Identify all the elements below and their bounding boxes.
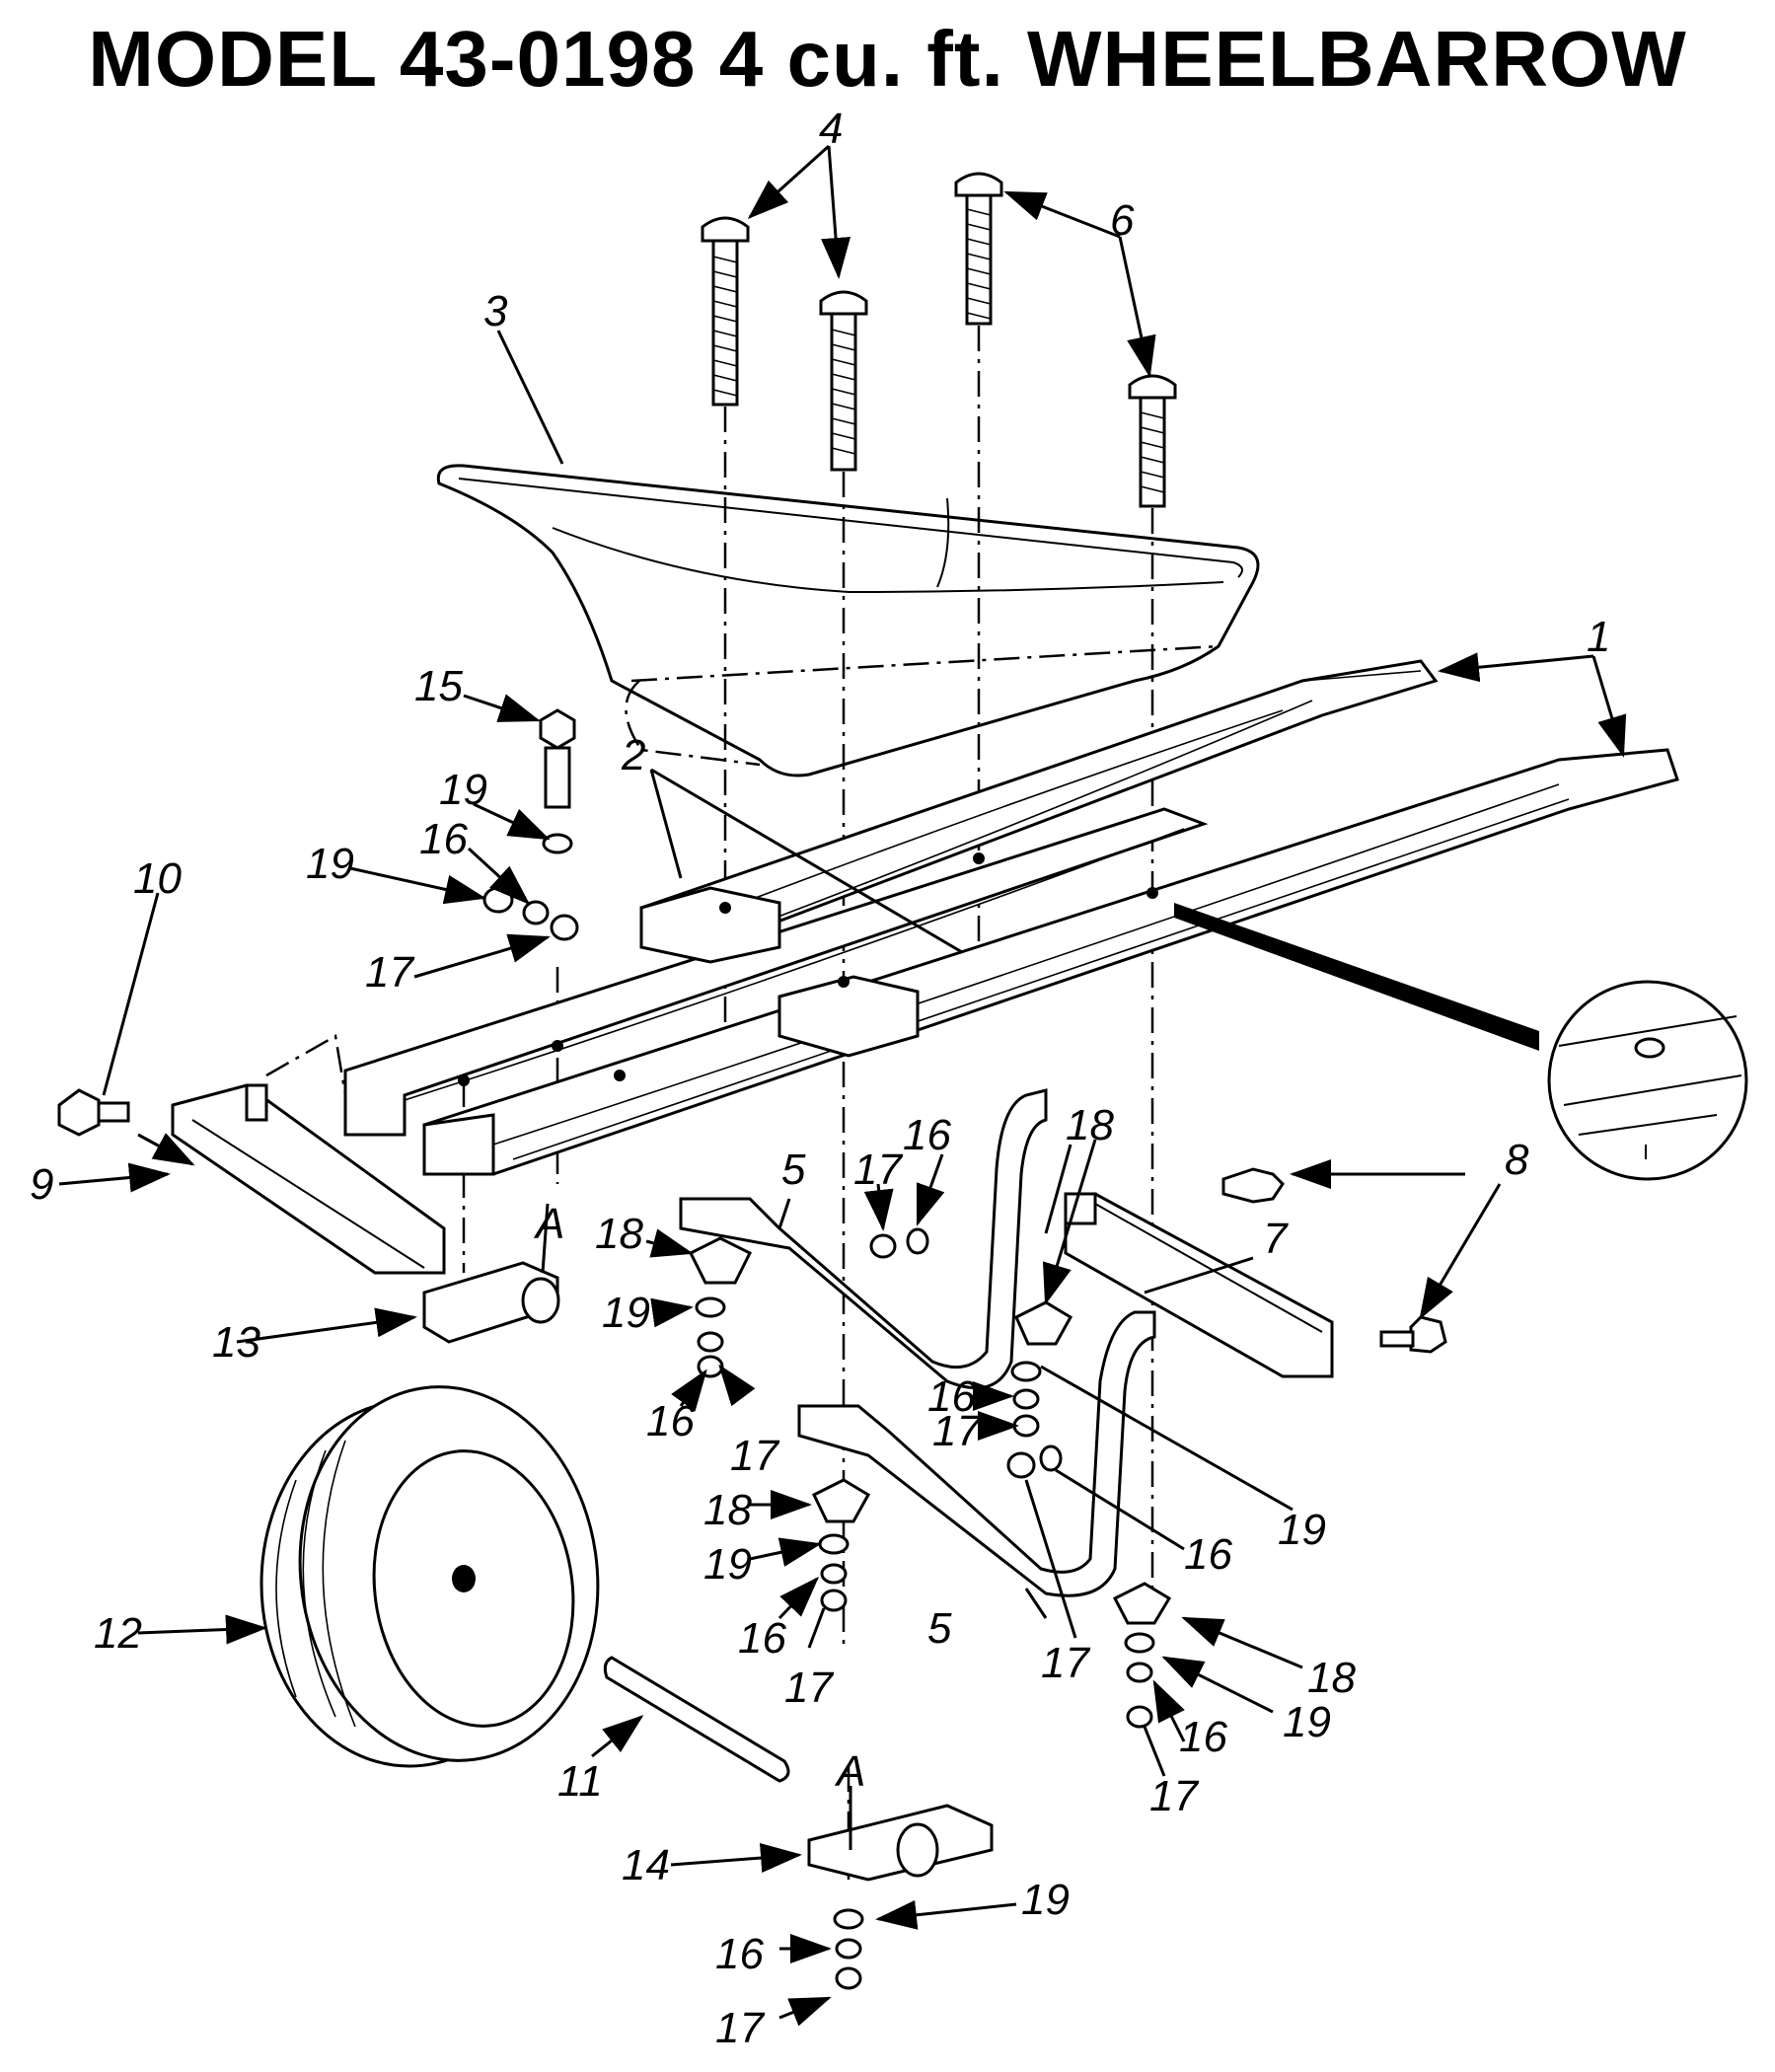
callout-3: 3: [483, 287, 508, 335]
callout-9: 9: [30, 1160, 53, 1209]
carriage-bolts: [701, 172, 1177, 508]
callout-19-a: 19: [439, 766, 487, 814]
callout-4: 4: [819, 105, 843, 153]
callout-6: 6: [1110, 196, 1135, 245]
callout-16-a: 16: [419, 815, 468, 863]
callout-16-f: 16: [738, 1614, 786, 1663]
callout-16-d: 16: [927, 1372, 976, 1421]
callout-18-a: 18: [595, 1210, 643, 1258]
callout-18-b: 18: [1066, 1101, 1114, 1149]
axle: [603, 1656, 790, 1783]
front-stay: [1064, 1192, 1334, 1378]
detail-inset: [1174, 903, 1748, 1181]
bolt-6-right: [1128, 374, 1177, 508]
callout-labels: 1 2 3 4 5 5 6 7 8 9 10 11 12 13 14 15 16…: [30, 105, 1610, 2052]
callout-19-g: 19: [1021, 1876, 1070, 1924]
callout-17-f: 17: [784, 1664, 834, 1712]
callout-2: 2: [621, 731, 645, 779]
leg-braces: [679, 1088, 1156, 1597]
callout-7: 7: [1263, 1215, 1289, 1263]
callout-5-upper: 5: [781, 1146, 806, 1194]
wheel: [259, 1385, 600, 1768]
callout-12: 12: [94, 1609, 142, 1658]
callout-17-b: 17: [853, 1146, 903, 1194]
callout-11: 11: [557, 1757, 603, 1806]
callout-17-a: 17: [365, 948, 414, 997]
callout-16-h: 16: [715, 1930, 764, 1978]
callout-5-lower: 5: [927, 1604, 952, 1653]
callout-18-d: 18: [1307, 1654, 1356, 1702]
diagram-title: MODEL 43-0198 4 cu. ft. WHEELBARROW: [88, 15, 1687, 103]
callout-16-b: 16: [646, 1397, 695, 1445]
callout-19-d: 19: [1278, 1506, 1326, 1554]
callout-1: 1: [1587, 613, 1610, 661]
bolt-10: [57, 1088, 195, 1166]
spacer-block-2: [777, 975, 920, 1058]
callout-15: 15: [414, 662, 463, 710]
tray: [436, 464, 1260, 777]
callout-17-e: 17: [1041, 1639, 1090, 1687]
callout-19-c: 19: [602, 1289, 650, 1337]
spacer-block-1: [639, 886, 781, 964]
handles: [343, 659, 1679, 1176]
hex-bolt-15: [539, 708, 576, 809]
callout-A-lower: A: [834, 1747, 865, 1796]
callout-16-g: 16: [1179, 1713, 1227, 1761]
callout-17-g: 17: [1149, 1772, 1199, 1820]
bolt-6-left: [954, 172, 1003, 326]
callout-A-upper: A: [533, 1200, 564, 1248]
callout-17-h: 17: [715, 2004, 765, 2052]
callout-17-d: 17: [932, 1407, 982, 1455]
callout-18-c: 18: [703, 1486, 752, 1534]
callout-13: 13: [212, 1318, 260, 1367]
bolt-4-right: [819, 290, 868, 472]
callout-14: 14: [622, 1841, 670, 1889]
axle-clamp-13: [422, 1261, 560, 1344]
bolt-4-left: [701, 216, 750, 407]
callout-16-e: 16: [1184, 1530, 1232, 1579]
callout-19-e: 19: [703, 1540, 752, 1589]
callout-8: 8: [1505, 1136, 1529, 1184]
axle-clamp-14: [807, 1804, 994, 1882]
callout-16-c: 16: [903, 1111, 951, 1159]
bolts-8: [1221, 1167, 1447, 1354]
callout-19-f: 19: [1283, 1698, 1331, 1746]
leader-lines: [58, 144, 1627, 2027]
callout-10: 10: [133, 854, 182, 903]
callout-17-c: 17: [730, 1432, 779, 1480]
callout-19-b: 19: [306, 840, 354, 888]
